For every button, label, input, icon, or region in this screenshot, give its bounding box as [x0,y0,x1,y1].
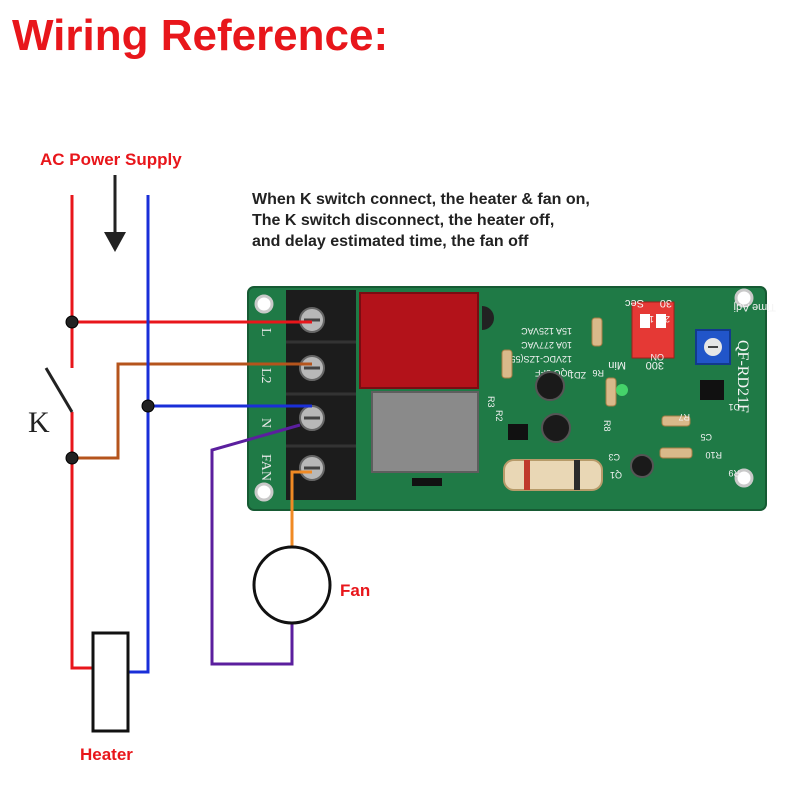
small-resistor [501,349,513,379]
heater-element [91,631,130,733]
terminal-screw-n[interactable] [299,405,325,431]
silk-r2: R2 [494,410,504,422]
terminal-label-fan: FAN [258,454,273,481]
terminal-block [286,290,356,500]
silk-q1: Q1 [610,470,622,480]
fan-return-wire-purple [210,423,301,666]
silk-c3: C3 [608,452,620,462]
fan-icon [252,545,332,625]
description-line-3: and delay estimated time, the fan off [252,233,529,250]
switched-wire-brown [72,362,312,460]
capacitor [630,454,654,478]
relay-text-4: 15A 125VAC [521,326,572,336]
diode [412,478,442,486]
board-model: QF-RD21F [734,340,751,413]
silk-d1: D1 [728,402,740,412]
small-resistor [591,317,603,347]
mounting-hole [254,482,274,502]
power-resistor [503,459,603,491]
capacitor [541,413,571,443]
mounting-hole [254,294,274,314]
regulator [508,424,528,440]
silk-r9: R9 [728,468,740,478]
neutral-wire-blue [128,195,312,674]
silk-c5: C5 [700,432,712,442]
down-arrow-icon [104,175,126,252]
transistor [482,306,494,330]
transformer [371,391,479,473]
capacitor [535,371,565,401]
fan-wire-orange [290,470,312,548]
terminal-screw-l[interactable] [299,307,325,333]
silk-r3: R3 [486,396,496,408]
min-label: Min [608,359,626,371]
junction-dot [65,315,79,329]
description-line-2: The K switch disconnect, the heater off, [252,212,554,229]
terminal-label-n: N [258,418,273,428]
switch-k-label: K [28,406,50,439]
silk-r6: R6 [592,368,604,378]
ac-power-supply-label: AC Power Supply [40,150,182,169]
min-value: 300 [646,359,664,371]
silk-r8: R8 [602,420,612,432]
time-adjust-potentiometer[interactable] [695,329,731,365]
terminal-label-l2: L2 [258,368,273,384]
small-resistor [659,447,693,459]
silk-r7: R7 [678,412,690,422]
relay-text-2: 12VDC-1ZS(551) [502,354,572,364]
sec-value: 30 [660,297,672,309]
relay-text-3: 10A 277VAC [521,340,572,350]
silk-zd1: ZD1 [569,370,586,380]
heater-label: Heater [80,745,133,764]
sec-label: Sec [625,297,644,309]
time-adjust-label: Time Adj [734,301,776,313]
terminal-label-l: L [258,328,273,337]
mounting-hole [734,288,754,308]
diagram-title: Wiring Reference: [12,11,388,60]
description-line-1: When K switch connect, the heater & fan … [252,191,590,208]
timer-relay-board: L L2 N FAN JQC-3FF 12VDC-1ZS(551) 10A 27… [247,286,776,511]
junction-dot [65,451,79,465]
dip-on-label: ON [651,352,665,362]
ic-chip [700,380,724,400]
dip-number-1: 1 [649,314,654,324]
terminal-screw-l2[interactable] [299,355,325,381]
small-resistor [605,377,617,407]
mounting-hole [734,468,754,488]
small-resistor [661,415,691,427]
led-icon [616,384,628,396]
terminal-screw-fan[interactable] [299,455,325,481]
switch-k[interactable] [44,367,74,413]
live-wire-red [70,195,312,670]
dip-number-2: 2 [665,314,670,324]
junction-dot [141,399,155,413]
fan-label: Fan [340,581,370,600]
dip-switch[interactable] [631,301,675,359]
silk-r10: R10 [705,450,722,460]
